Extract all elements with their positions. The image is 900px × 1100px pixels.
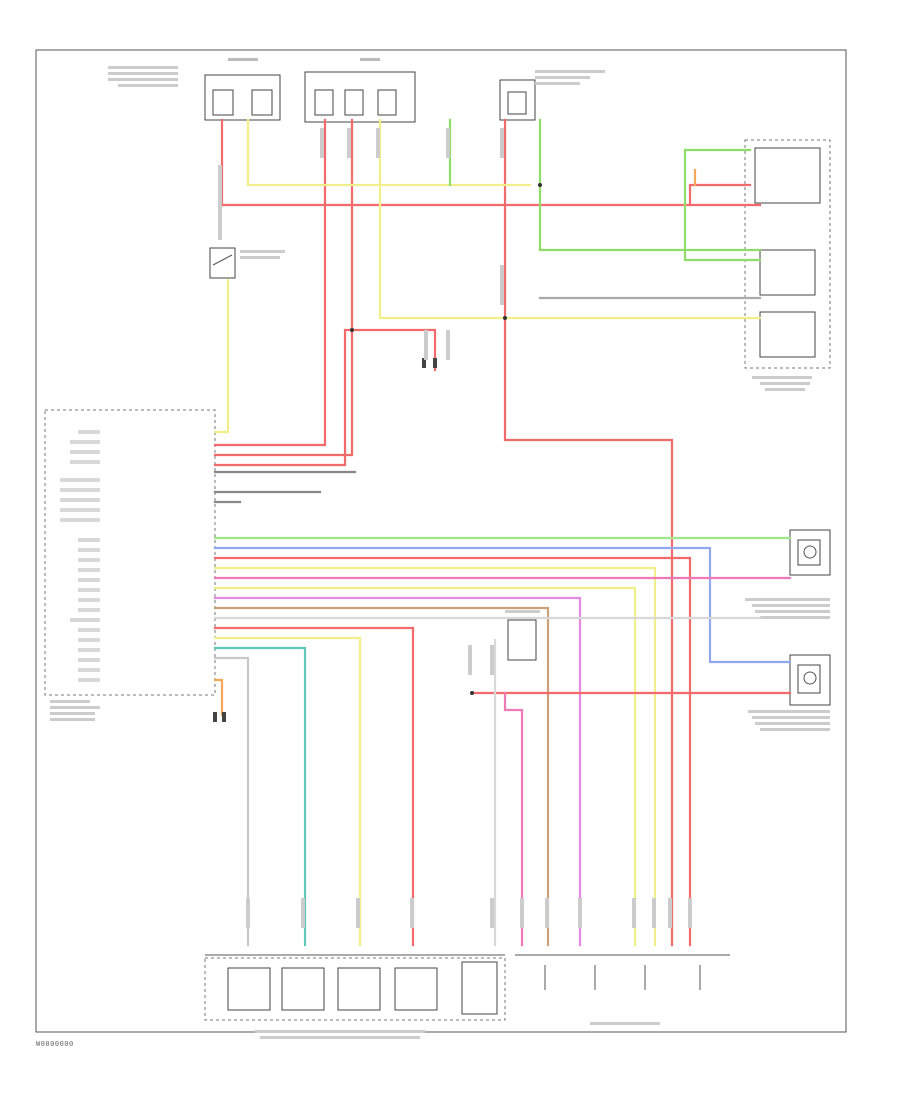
wire-red-pcm-3 xyxy=(213,328,437,467)
turbine-shaft-speed-sensor xyxy=(745,529,831,619)
wire-orange-pcm xyxy=(213,678,224,717)
transmission-range-sensor xyxy=(209,247,285,279)
figure-id: W0000000 xyxy=(36,1040,74,1048)
wire-code-labels xyxy=(218,128,692,928)
wire-yellow-pcm-3 xyxy=(213,636,362,947)
wire-red-left xyxy=(220,118,762,207)
wire-yellow-pcm-2 xyxy=(213,586,637,947)
wire-green-3 xyxy=(683,148,762,262)
wire-violet-pcm xyxy=(213,596,582,947)
wire-gray-pcm-2 xyxy=(213,656,250,947)
pcm-pin-labels xyxy=(60,430,100,682)
solenoid-body-assembly xyxy=(204,954,506,1039)
wire-red-power-1 xyxy=(213,118,354,457)
wire-red-batt xyxy=(503,118,674,947)
transmission-connector xyxy=(515,954,730,1025)
output-shaft-speed-sensor xyxy=(748,654,831,731)
wire-red-power-2 xyxy=(213,118,327,447)
wire-teal-pcm xyxy=(213,646,307,947)
wire-red-pcm-4 xyxy=(213,626,415,947)
wire-yellow-2 xyxy=(378,118,762,320)
brake-switch xyxy=(505,610,540,661)
under-dash-fuse-block xyxy=(108,58,281,121)
battery-junction-relay-box xyxy=(744,139,831,391)
hot-at-all-times-fuse-block xyxy=(304,58,416,123)
battery-junction-box xyxy=(499,70,605,121)
wire-blue-pcm xyxy=(213,546,792,664)
wire-red-tss xyxy=(213,556,692,947)
diagram-frame xyxy=(35,49,847,1033)
wire-brown-pcm xyxy=(213,606,550,947)
wire-yellow-trs xyxy=(213,278,230,434)
ground-symbol xyxy=(213,358,437,722)
wire-yellow-1 xyxy=(246,118,532,187)
wire-red-batt-right xyxy=(688,183,752,207)
wire-yellow-pcm-1 xyxy=(213,566,657,947)
wire-pink-oss xyxy=(503,691,524,947)
splice-dots xyxy=(350,183,542,695)
wire-green-2 xyxy=(538,118,762,252)
powertrain-control-module xyxy=(44,409,216,721)
